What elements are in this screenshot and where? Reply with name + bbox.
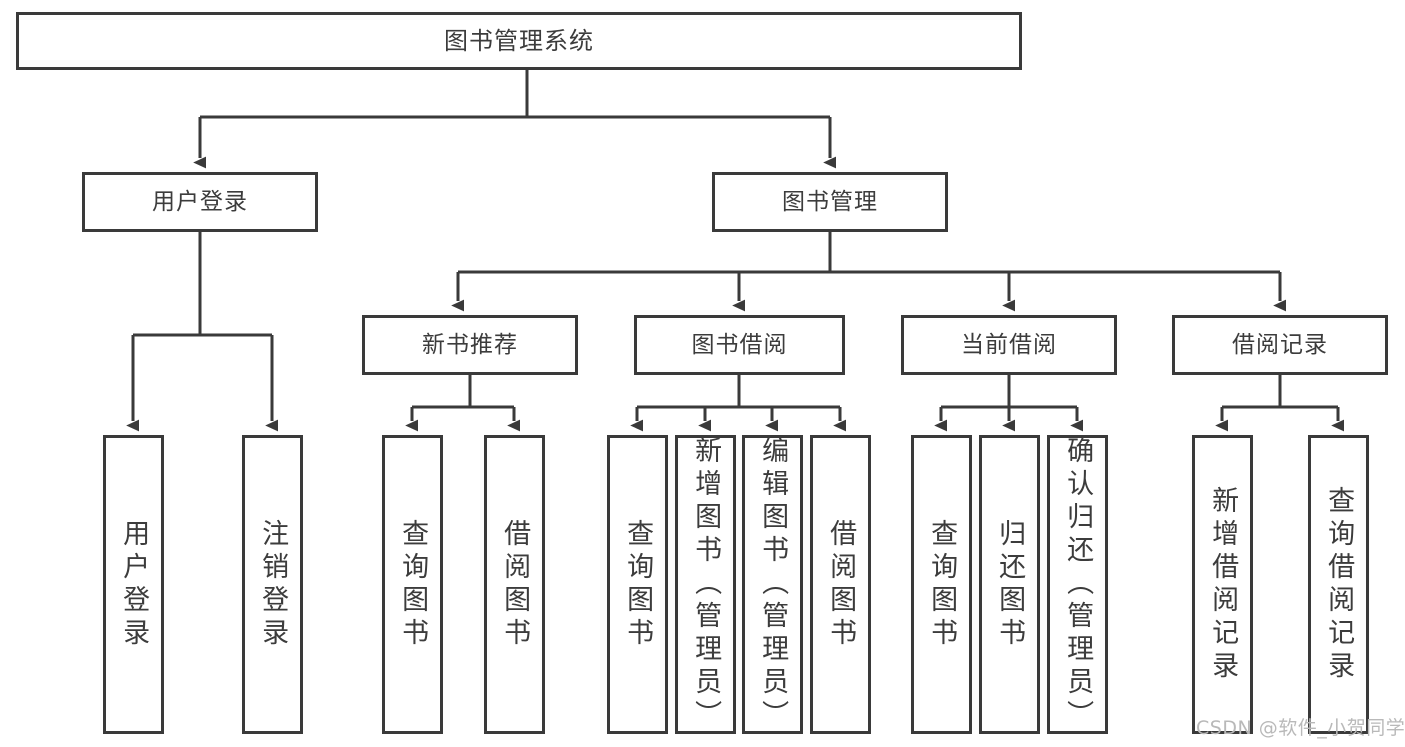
node-label: 归还图书 <box>994 518 1026 651</box>
node-label: 图书借阅 <box>691 331 788 358</box>
node-label: 注销登录 <box>257 518 289 651</box>
leaf-borrow-book-recommend[interactable]: 借阅图书 <box>484 435 545 734</box>
watermark: CSDN @软件_小贺同学 <box>1196 717 1405 739</box>
leaf-edit-book-admin[interactable]: 编辑图书（管理员） <box>742 435 803 734</box>
node-label: 查询借阅记录 <box>1323 485 1355 684</box>
leaf-query-borrow-record[interactable]: 查询借阅记录 <box>1308 435 1369 734</box>
node-label: 查询图书 <box>622 518 654 651</box>
node-book-management[interactable]: 图书管理 <box>712 172 948 232</box>
node-label: 新增借阅记录 <box>1207 485 1239 684</box>
node-label: 借阅记录 <box>1232 331 1328 358</box>
node-label: 当前借阅 <box>961 331 1057 358</box>
node-current-borrow[interactable]: 当前借阅 <box>901 315 1117 375</box>
node-label: 借阅图书 <box>825 518 857 651</box>
leaf-user-logout[interactable]: 注销登录 <box>242 435 303 734</box>
node-borrow-record[interactable]: 借阅记录 <box>1172 315 1388 375</box>
node-book-borrow[interactable]: 图书借阅 <box>634 315 845 375</box>
node-label: 用户登录 <box>118 518 150 651</box>
leaf-confirm-return-admin[interactable]: 确认归还（管理员） <box>1047 435 1108 734</box>
node-label: 新增图书（管理员） <box>690 436 722 733</box>
node-label: 编辑图书（管理员） <box>757 436 789 733</box>
leaf-add-book-admin[interactable]: 新增图书（管理员） <box>675 435 736 734</box>
node-label: 确认归还（管理员） <box>1062 436 1094 733</box>
node-label: 查询图书 <box>397 518 429 651</box>
leaf-borrow-book[interactable]: 借阅图书 <box>810 435 871 734</box>
leaf-return-book[interactable]: 归还图书 <box>979 435 1040 734</box>
node-root-system[interactable]: 图书管理系统 <box>16 12 1022 70</box>
leaf-query-book-borrow[interactable]: 查询图书 <box>607 435 668 734</box>
leaf-query-book-recommend[interactable]: 查询图书 <box>382 435 443 734</box>
node-label: 借阅图书 <box>499 518 531 651</box>
leaf-add-borrow-record[interactable]: 新增借阅记录 <box>1192 435 1253 734</box>
node-user-login[interactable]: 用户登录 <box>82 172 318 232</box>
node-label: 查询图书 <box>926 518 958 651</box>
leaf-query-book-current[interactable]: 查询图书 <box>911 435 972 734</box>
node-label: 图书管理 <box>782 188 878 215</box>
node-new-book-recommend[interactable]: 新书推荐 <box>362 315 578 375</box>
node-label: 新书推荐 <box>422 331 518 358</box>
leaf-user-login[interactable]: 用户登录 <box>103 435 164 734</box>
node-label: 图书管理系统 <box>444 27 594 55</box>
node-label: 用户登录 <box>152 188 248 215</box>
